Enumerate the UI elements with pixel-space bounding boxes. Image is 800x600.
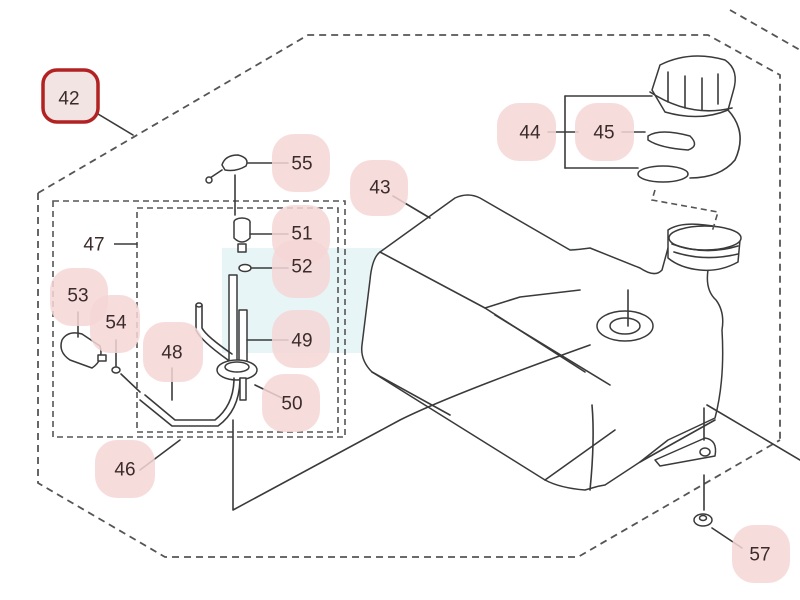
callout-55[interactable]: 55: [272, 134, 330, 192]
assembly-boundary-top: [37, 34, 781, 440]
callout-42[interactable]: 42: [41, 68, 100, 124]
cap-o-ring: [637, 165, 689, 183]
callout-47[interactable]: 47: [78, 228, 114, 262]
callout-44[interactable]: 44: [497, 103, 556, 161]
callout-label: 57: [749, 545, 770, 566]
callout-46[interactable]: 46: [95, 440, 155, 498]
callout-bubble: [732, 525, 790, 583]
callout-label: 54: [105, 313, 127, 334]
callout-label: 42: [58, 89, 79, 110]
callout-57[interactable]: 57: [732, 525, 790, 583]
callout-bubble: [95, 440, 155, 498]
assembly-boundary-bottom: [37, 193, 781, 558]
callout-bubble: [272, 134, 330, 192]
callout-bubble: [575, 103, 634, 161]
callout-bubble: [272, 240, 330, 298]
callout-label: 55: [291, 154, 312, 175]
assembly-boundary-edge: [729, 9, 800, 51]
callout-label: 51: [291, 224, 312, 245]
callout-label: 52: [291, 257, 312, 278]
callout-label: 48: [161, 343, 182, 364]
callout-42-highlight: [41, 68, 100, 124]
callout-54[interactable]: 54: [90, 295, 140, 353]
callout-label: 49: [291, 331, 312, 352]
cap-gasket: [647, 131, 696, 151]
subassembly-47-boundary: [136, 207, 339, 433]
callout-label: 46: [114, 460, 135, 481]
callout-45[interactable]: 45: [575, 103, 634, 161]
callout-43[interactable]: 43: [350, 160, 408, 216]
callout-label: 53: [67, 286, 88, 307]
callout-bubble: [262, 374, 320, 432]
callout-bubble: [78, 228, 114, 262]
callout-label: 50: [281, 394, 302, 415]
fuel-pickup-assembly: [60, 154, 591, 511]
fuel-cap: [564, 55, 741, 233]
callout-49[interactable]: 49: [272, 310, 330, 368]
callout-bubble: [272, 310, 330, 368]
callout-label: 45: [593, 123, 614, 144]
nut-57: [693, 474, 713, 527]
fuel-tank: [360, 194, 800, 491]
callout-label: 43: [369, 178, 390, 199]
callout-bubble: [143, 322, 203, 382]
callout-label: 47: [83, 235, 104, 256]
callout-50[interactable]: 50: [262, 374, 320, 432]
callout-bubble: [90, 295, 140, 353]
callout-bubble: [350, 160, 408, 216]
callout-bubble: [497, 103, 556, 161]
callout-52[interactable]: 52: [272, 240, 330, 298]
callout-label: 44: [519, 123, 541, 144]
subassembly-46-boundary: [52, 200, 346, 438]
callout-48[interactable]: 48: [143, 322, 203, 382]
